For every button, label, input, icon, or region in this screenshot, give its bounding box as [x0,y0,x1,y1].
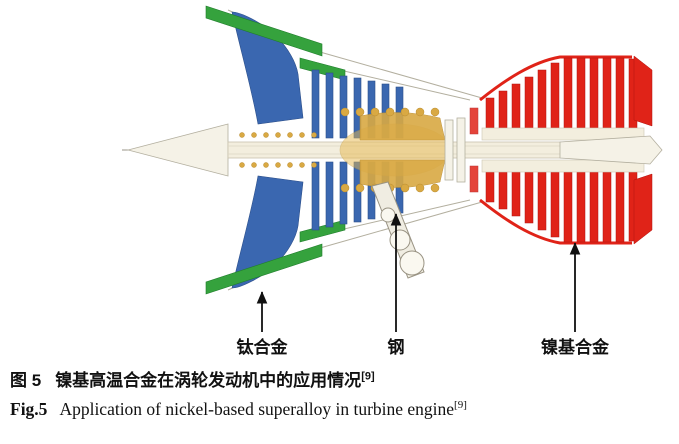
caption-english: Fig.5 Application of nickel-based superal… [10,399,679,420]
turbine-engine-figure: 钛合金 钢 镍基合金 [122,5,663,357]
caption-en-text: Application of nickel-based superalloy i… [59,399,455,419]
caption-en-figure-number: Fig.5 [10,399,48,419]
nickel-label: 镍基合金 [541,337,610,357]
caption-zh-figure-number: 图 5 [10,371,42,390]
accessory-gearbox-steel [371,181,425,279]
steel-label: 钢 [388,337,405,357]
engine-cross-section-diagram: 钛合金 钢 镍基合金 [122,5,663,357]
combustor-steel-gold [239,107,451,193]
caption-zh-reference: [9] [361,370,375,383]
casing-segments-green [205,5,346,295]
fan-blades-titanium [231,11,304,289]
caption-zh-text: 镍基高温合金在涡轮发动机中的应用情况 [55,371,362,390]
label-arrows [256,213,581,332]
exhaust-cone [559,135,663,165]
caption-en-reference: [9] [454,399,467,412]
nose-cone [126,123,229,177]
turbine-blades-nickel [479,55,653,245]
caption-chinese: 图 5 镍基高温合金在涡轮发动机中的应用情况[9] [10,366,679,391]
diffuser-section [444,107,479,193]
titanium-label: 钛合金 [237,337,289,357]
